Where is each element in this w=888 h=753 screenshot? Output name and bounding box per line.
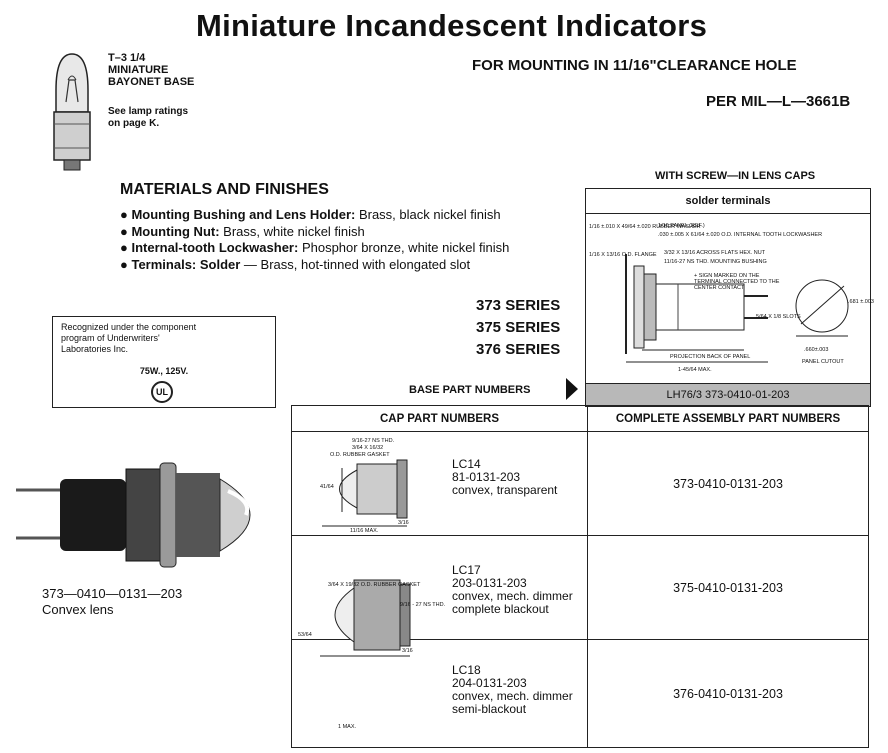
ul-rating: 75W., 125V. (139, 366, 189, 376)
table-row: 9/16-27 NS THD. 3/64 X 16/32 O.D. RUBBER… (291, 431, 869, 536)
parts-table: CAP PART NUMBERS COMPLETE ASSEMBLY PART … (291, 405, 869, 748)
ul-line: program of Underwriters' (61, 333, 160, 343)
series-label: 376 SERIES (476, 341, 561, 358)
lamp-icon (53, 53, 91, 171)
lamp-note-line: See lamp ratings (108, 106, 189, 117)
assembly-part-number: 373-0410-0131-203 (587, 431, 869, 536)
lamp-line: MINIATURE (108, 64, 169, 76)
flange-label: 1/16 X 13/16 O.D. FLANGE (589, 252, 657, 258)
ul-logo-icon: UL (151, 381, 173, 403)
assembly-column-header: COMPLETE ASSEMBLY PART NUMBERS (587, 405, 869, 432)
cap-description: convex, transparent (452, 483, 558, 497)
washer-label: 1/16 ±.010 X 49/64 ±.020 RUBBER WASHER (589, 224, 701, 230)
cap-info: LC17 203-0131-203 convex, mech. dimmer c… (452, 564, 573, 616)
cutout-label: PANEL CUTOUT (802, 359, 844, 365)
materials-item: ● Mounting Nut: Brass, white nickel fini… (120, 223, 365, 239)
screw-in-header: WITH SCREW—IN LENS CAPS (655, 170, 816, 182)
bushing-label: 11/16-27 NS THD. MOUNTING BUSHING (664, 259, 767, 265)
materials-item: ● Mounting Bushing and Lens Holder: Bras… (120, 207, 501, 222)
length-label: 1-45/64 MAX. (678, 367, 712, 373)
drawing-label: 9/16 - 27 NS THD. (400, 602, 446, 608)
drawing-label: O.D. RUBBER GASKET (330, 452, 390, 458)
cap-info: LC14 81-0131-203 convex, transparent (452, 458, 557, 497)
lamp-description: T–3 1/4 MINIATURE BAYONET BASE (108, 52, 194, 88)
cap-description: convex, mech. dimmer (452, 689, 573, 703)
cap-part-id: LC14 (452, 457, 481, 471)
lockwasher-label: .030 ±.005 X 61/64 ±.020 O.D. INTERNAL T… (658, 232, 823, 238)
cap-part-number: 203-0131-203 (452, 576, 527, 590)
base-part-label: BASE PART NUMBERS (409, 384, 531, 396)
solder-header: solder terminals (586, 189, 870, 214)
materials-list: ● Mounting Bushing and Lens Holder: Bras… (120, 207, 509, 273)
assembly-drawing (625, 254, 849, 363)
projection-label: PROJECTION BACK OF PANEL (670, 354, 751, 360)
cap-part-id: LC17 (452, 563, 481, 577)
photo-lens-type: Convex lens (42, 602, 114, 617)
drawing-label: 11/16 MAX. (350, 528, 379, 534)
table-row: 1 MAX. LC18 204-0131-203 convex, mech. d… (291, 639, 869, 748)
panel-label: 1/16 PANEL (REF.) (658, 223, 705, 229)
mounting-subtitle: FOR MOUNTING IN 11/16"CLEARANCE HOLE (472, 57, 797, 74)
cap-cell: 9/16-27 NS THD. 3/64 X 16/32 O.D. RUBBER… (291, 431, 588, 536)
sign-label: + SIGN MARKED ON THE TERMINAL CONNECTED … (694, 273, 780, 291)
drawing-label: 53/64 (298, 632, 312, 638)
cutout-dim-label: .681 ±.003 (848, 299, 874, 305)
photo-caption: 373—0410—0131—203 Convex lens (42, 586, 182, 618)
cap-info: LC18 204-0131-203 convex, mech. dimmer s… (452, 664, 573, 716)
table-row: 3/64 X 19/32 O.D. RUBBER GASKET 9/16 - 2… (291, 535, 869, 657)
drawing-label: 9/16-27 NS THD. (352, 438, 395, 444)
drawing-label: 3/64 X 19/32 O.D. RUBBER GASKET (328, 582, 421, 588)
drawing-label: 1 MAX. (338, 724, 357, 730)
cap-cell: 1 MAX. LC18 204-0131-203 convex, mech. d… (291, 639, 588, 748)
materials-heading: MATERIALS AND FINISHES (120, 181, 329, 198)
slots-label: 5/64 X 1/8 SLOTS (756, 314, 801, 320)
cap-column-header: CAP PART NUMBERS (291, 405, 588, 432)
solder-drawing-box: solder terminals 1/16 ±.010 X 49/64 ±.02… (585, 188, 874, 384)
cap-description: complete blackout (452, 602, 549, 616)
cap-part-id: LC18 (452, 663, 481, 677)
materials-item: ● Internal-tooth Lockwasher: Phosphor br… (120, 240, 510, 255)
series-label: 373 SERIES (476, 297, 561, 314)
drawing-label: 41/64 (320, 484, 334, 490)
cap-cell: 3/64 X 19/32 O.D. RUBBER GASKET 9/16 - 2… (291, 535, 588, 657)
assembly-part-number: 376-0410-0131-203 (587, 639, 869, 748)
photo-part-number: 373—0410—0131—203 (42, 586, 183, 601)
ul-line: Recognized under the component (61, 322, 197, 332)
lamp-note: See lamp ratings on page K. (108, 106, 188, 130)
cap-part-number: 81-0131-203 (452, 470, 521, 484)
arrow-right-icon (566, 378, 578, 400)
ul-line: Laboratories Inc. (61, 344, 129, 354)
assembly-part-number: 375-0410-0131-203 (587, 535, 869, 640)
cap-description: semi-blackout (452, 702, 527, 716)
cap-part-number: 204-0131-203 (452, 676, 527, 690)
drawing-label: 3/16 (398, 520, 409, 526)
indicator-photo (16, 462, 251, 568)
series-label: 375 SERIES (476, 319, 561, 336)
nut-label: 3/32 X 13/16 ACROSS FLATS HEX. NUT (664, 250, 766, 256)
lamp-note-line: on page K. (108, 118, 160, 129)
cap-drawing (322, 459, 408, 527)
materials-item: ● Terminals: Solder — Brass, hot-tinned … (120, 256, 471, 272)
drawing-label: 3/64 X 16/32 (352, 445, 384, 451)
base-part-number: LH76/3 373-0410-01-203 (585, 383, 871, 407)
cap-description: convex, mech. dimmer (452, 589, 573, 603)
lamp-line: T–3 1/4 (108, 52, 146, 64)
cutout-dim2-label: .660±.003 (804, 347, 829, 353)
spec-subtitle: PER MIL—L—3661B (706, 93, 851, 110)
page-title: Miniature Incandescent Indicators (196, 8, 708, 43)
ul-recognition-box: Recognized under the component program o… (52, 316, 276, 408)
lamp-line: BAYONET BASE (108, 76, 195, 88)
